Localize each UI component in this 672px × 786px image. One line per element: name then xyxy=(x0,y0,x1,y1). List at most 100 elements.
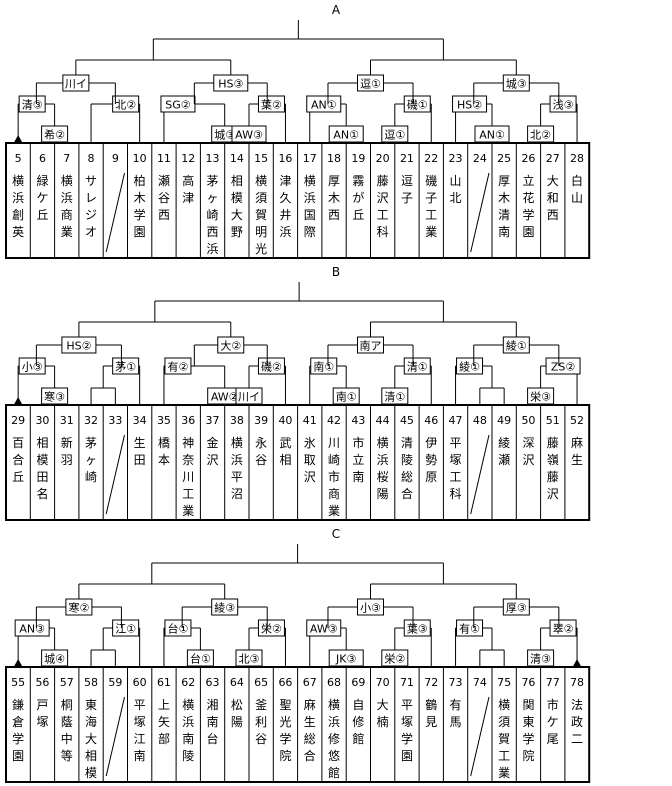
team-name-char: 塚 xyxy=(450,453,462,467)
team-name-char: 戸 xyxy=(36,698,48,712)
team-name-char: 合 xyxy=(12,452,24,467)
team-name-char: 相 xyxy=(279,453,291,467)
team-name-char: 業 xyxy=(61,225,73,239)
team-name-char: 厚 xyxy=(328,174,340,188)
team-name-char: 館 xyxy=(352,731,364,746)
team-name-char: 大 xyxy=(547,174,559,188)
team-name-char: 橋 xyxy=(158,436,170,450)
team-name-char: 西 xyxy=(207,225,219,239)
match-result-r3: 厚③ xyxy=(506,602,527,615)
team-name-char: 院 xyxy=(279,749,291,763)
team-name-char: 沼 xyxy=(231,487,243,501)
team-name-char: 陵 xyxy=(401,453,413,467)
bye-slash xyxy=(470,696,490,777)
team-name-char: 谷 xyxy=(255,732,267,746)
team-name-char: 塚 xyxy=(401,715,413,729)
team-name-char: 相 xyxy=(36,436,48,450)
match-result-r2: 栄② xyxy=(261,622,282,636)
match-result-r1: 川イ xyxy=(238,391,260,404)
match-result-r2: 葉③ xyxy=(407,622,428,636)
team-name-char: 南 xyxy=(182,731,194,746)
team-number: 14 xyxy=(230,152,244,165)
match-result-r2: 磯② xyxy=(261,361,282,374)
team-number: 41 xyxy=(303,414,317,427)
team-name-char: 聖 xyxy=(279,698,291,712)
team-name-char: 氷 xyxy=(304,436,316,450)
team-name-char: 沢 xyxy=(304,470,316,484)
team-name-char: 業 xyxy=(328,504,340,518)
match-result-r1: AN① xyxy=(333,129,359,142)
team-number: 60 xyxy=(133,676,147,689)
team-number: 22 xyxy=(424,152,438,165)
team-name-char: 創 xyxy=(12,208,24,222)
team-name-char: 修 xyxy=(328,731,340,746)
team-name-char: 横 xyxy=(255,174,267,188)
match-result-r1: 南① xyxy=(336,391,357,404)
team-number: 70 xyxy=(376,676,390,689)
team-name-char: 見 xyxy=(425,715,437,729)
match-result-r1: 栄③ xyxy=(530,390,551,404)
team-name-char: 蔭 xyxy=(61,715,73,729)
team-name-char: 永 xyxy=(255,436,267,450)
match-result-r2-box xyxy=(18,357,46,375)
team-number: 17 xyxy=(303,152,317,165)
team-name-char: 取 xyxy=(304,453,316,467)
team-name-char: 浜 xyxy=(328,715,340,729)
match-result-r2-box xyxy=(160,95,196,113)
team-name-char: 桐 xyxy=(61,698,73,712)
team-number: 33 xyxy=(108,414,122,427)
match-result-r1: 清③ xyxy=(530,653,551,666)
team-name-char: 浜 xyxy=(182,715,194,729)
team-name-char: 賀 xyxy=(498,732,510,746)
team-name-char: が xyxy=(352,190,364,205)
bye-slash xyxy=(105,434,125,515)
team-name-char: 陽 xyxy=(231,715,243,729)
team-name-char: 平 xyxy=(450,436,462,450)
team-name-char: 国 xyxy=(304,208,316,222)
team-name-char: 園 xyxy=(134,225,146,239)
team-number: 10 xyxy=(133,152,147,165)
team-number: 38 xyxy=(230,414,244,427)
team-number: 78 xyxy=(570,676,584,689)
team-number: 76 xyxy=(521,676,535,689)
team-name-char: 工 xyxy=(425,208,437,222)
team-name-char: 久 xyxy=(279,191,291,205)
team-number: 75 xyxy=(497,676,511,689)
team-number: 6 xyxy=(39,152,46,165)
team-name-char: 津 xyxy=(182,191,194,205)
team-name-char: 伊 xyxy=(425,436,437,450)
team-name-char: 沢 xyxy=(207,453,219,467)
team-name-char: ヶ xyxy=(85,453,97,467)
match-result-r2: 江① xyxy=(115,623,136,636)
team-number: 15 xyxy=(254,152,268,165)
team-number: 56 xyxy=(35,676,49,689)
team-name-char: 崎 xyxy=(207,208,219,222)
team-name-char: 明 xyxy=(255,225,267,239)
team-number: 51 xyxy=(546,414,560,427)
match-result-r1: 清① xyxy=(384,391,405,404)
team-number: 9 xyxy=(112,152,119,165)
team-name-char: 業 xyxy=(182,504,194,518)
team-name-char: 平 xyxy=(134,698,146,712)
match-result-r2-box xyxy=(452,95,488,113)
match-result-r2-box xyxy=(112,95,140,113)
team-name-char: 子 xyxy=(401,191,413,205)
team-name-char: 総 xyxy=(401,470,413,484)
team-number: 66 xyxy=(278,676,292,689)
bye-slash xyxy=(105,172,125,253)
team-name-char: 海 xyxy=(85,714,97,729)
team-name-char: 山 xyxy=(450,174,462,188)
team-name-char: 浜 xyxy=(12,191,24,205)
team-name-char: 陵 xyxy=(182,749,194,763)
team-name-char: 綾 xyxy=(498,435,510,450)
match-result-r1: 北③ xyxy=(239,653,260,666)
team-name-char: 白 xyxy=(571,173,583,188)
match-result-r2-box xyxy=(456,619,484,637)
match-result-r2-box xyxy=(545,357,581,375)
match-result-r1: 希② xyxy=(44,128,65,142)
match-result-r3: 逗① xyxy=(360,78,381,91)
team-name-char: 科 xyxy=(377,225,389,239)
team-number: 26 xyxy=(521,152,535,165)
team-name-char: 鎌 xyxy=(12,697,24,712)
